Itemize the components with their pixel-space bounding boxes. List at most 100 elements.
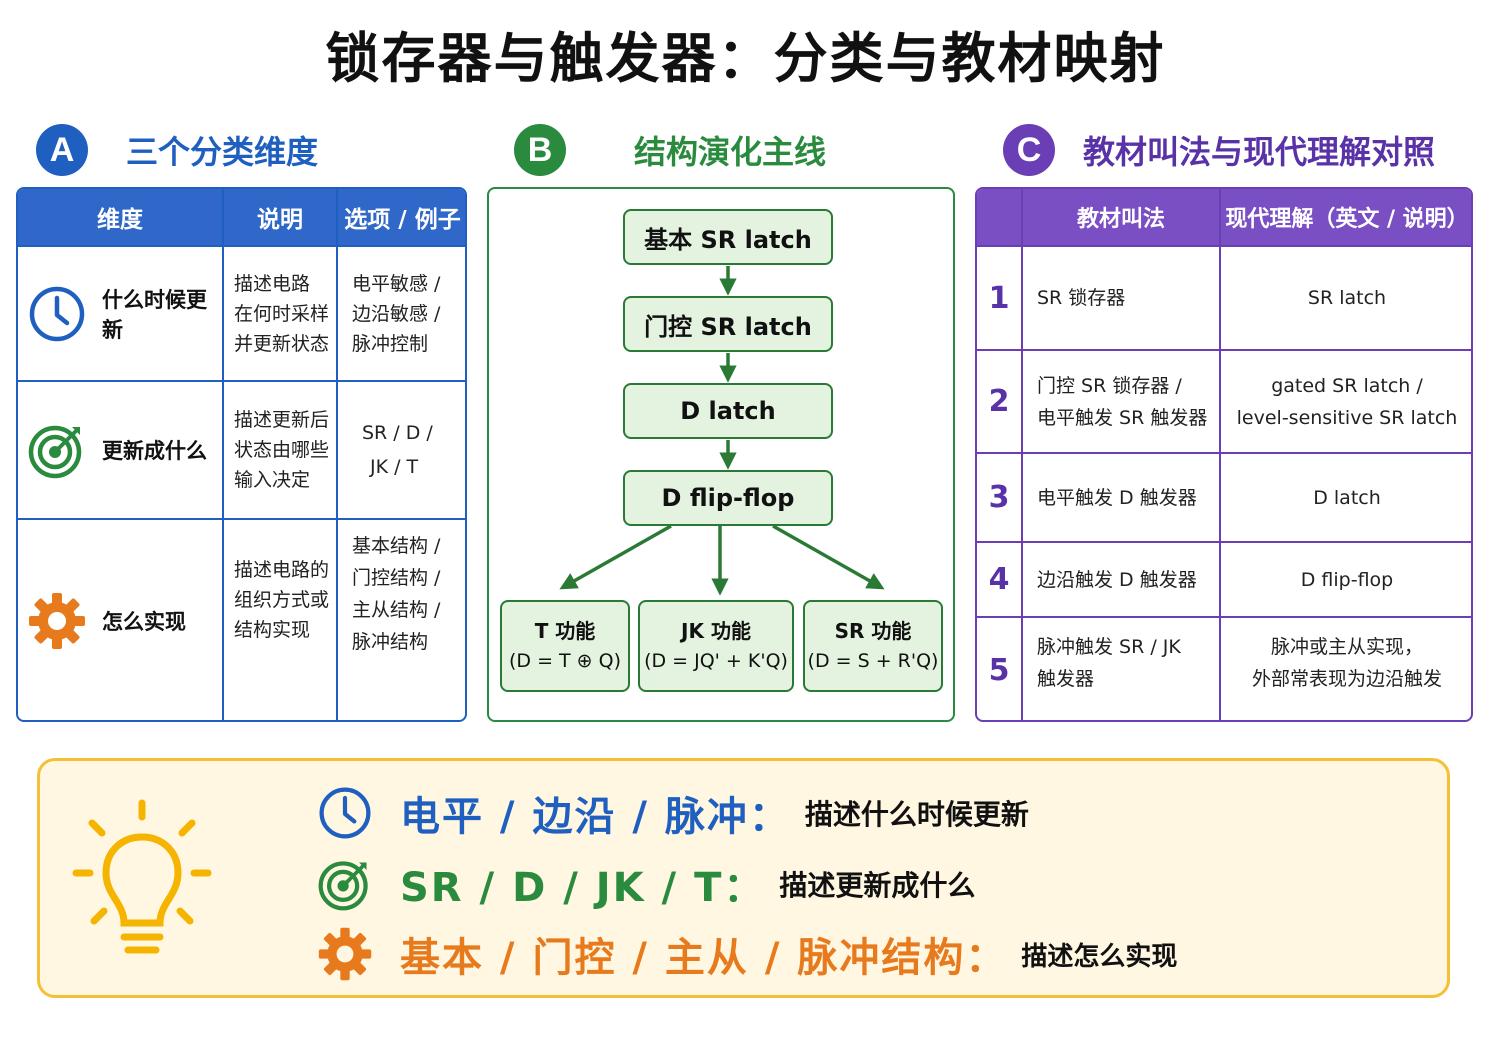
term-line: 脉冲触发 SR / JK xyxy=(1037,636,1181,658)
summary-row-what: SR / D / JK / T： 描述更新成什么 xyxy=(316,853,975,915)
option-line: JK / T xyxy=(370,456,419,478)
header-textbook: 教材叫法 xyxy=(1076,207,1165,232)
dimension-description: 描述电路 在何时采样 并更新状态 xyxy=(234,247,334,380)
term-line: 外部常表现为边沿触发 xyxy=(1251,668,1442,690)
node-gated-sr-latch: 门控 SR latch xyxy=(623,296,833,352)
node-d-latch: D latch xyxy=(623,383,833,439)
desc-line: 组织方式或 xyxy=(234,589,330,611)
leaf-equation: (D = JQ' + K'Q) xyxy=(644,650,788,672)
row-number: 5 xyxy=(988,652,1010,688)
textbook-term: 边沿触发 D 触发器 xyxy=(1023,543,1219,616)
textbook-term: 门控 SR 锁存器 / 电平触发 SR 触发器 xyxy=(1023,351,1219,452)
table-row: 什么时候更新 xyxy=(18,247,222,380)
dimension-description: 描述更新后 状态由哪些 输入决定 xyxy=(234,382,334,518)
row-number: 4 xyxy=(988,562,1010,597)
header-description: 说明 xyxy=(257,207,303,233)
modern-term: D flip-flop xyxy=(1221,543,1471,616)
row-number: 3 xyxy=(988,480,1010,515)
gear-icon xyxy=(318,927,372,981)
table-row: 更新成什么 xyxy=(18,382,222,518)
option-line: 基本结构 / xyxy=(352,535,441,557)
desc-line: 结构实现 xyxy=(234,619,311,641)
leaf-equation: (D = T ⊕ Q) xyxy=(508,650,621,672)
page-title: 锁存器与触发器：分类与教材映射 xyxy=(325,27,1166,90)
dimension-label: 怎么实现 xyxy=(102,610,186,634)
option-line: 脉冲结构 xyxy=(352,631,429,653)
node-d-flip-flop: D flip-flop xyxy=(623,470,833,526)
term-line: 脉冲或主从实现， xyxy=(1270,636,1423,658)
target-icon xyxy=(318,861,368,911)
section-a-header: A 三个分类维度 xyxy=(36,122,318,178)
term-line: level-sensitive SR latch xyxy=(1236,406,1458,429)
textbook-term: SR 锁存器 xyxy=(1023,247,1219,349)
term-line: gated SR latch / xyxy=(1271,374,1423,397)
flow-arrows xyxy=(559,266,885,596)
summary-desc: 描述什么时候更新 xyxy=(804,798,1029,831)
section-b-header: B 结构演化主线 xyxy=(514,122,826,178)
modern-term: gated SR latch / level-sensitive SR latc… xyxy=(1221,351,1471,452)
option-line: 主从结构 / xyxy=(352,599,441,621)
modern-term: D latch xyxy=(1221,454,1471,541)
section-b-badge: B xyxy=(514,124,566,176)
table-row: 怎么实现 xyxy=(18,520,222,720)
modern-term: SR latch xyxy=(1221,247,1471,349)
evolution-diagram: 基本 SR latch 门控 SR latch D latch D flip-f… xyxy=(487,187,955,722)
term-line: 触发器 xyxy=(1037,668,1095,690)
dimension-options: 基本结构 / 门控结构 / 主从结构 / 脉冲结构 xyxy=(352,520,465,668)
summary-desc: 描述怎么实现 xyxy=(1021,941,1178,972)
section-c-header: C 教材叫法与现代理解对照 xyxy=(1003,122,1435,178)
node-jk-function: JK 功能 (D = JQ' + K'Q) xyxy=(638,600,794,692)
modern-term: 脉冲或主从实现， 外部常表现为边沿触发 xyxy=(1221,618,1471,708)
desc-line: 描述电路的 xyxy=(234,559,330,581)
node-sr-function: SR 功能 (D = S + R'Q) xyxy=(803,600,943,692)
section-c-badge: C xyxy=(1003,124,1055,176)
summary-desc: 描述更新成什么 xyxy=(779,869,976,902)
table-header: 教材叫法 现代理解（英文 / 说明） xyxy=(977,189,1471,245)
term-line: 门控 SR 锁存器 / xyxy=(1037,374,1182,397)
term-line: 电平触发 D 触发器 xyxy=(1037,486,1197,509)
dimension-label: 什么时候更新 xyxy=(102,287,207,342)
option-line: 边沿敏感 / xyxy=(352,302,441,325)
option-line: SR / D / xyxy=(362,422,433,444)
option-line: 门控结构 / xyxy=(352,567,441,589)
desc-line: 描述电路 xyxy=(234,272,311,295)
term-line: D flip-flop xyxy=(1300,568,1394,591)
header-dimension: 维度 xyxy=(97,207,143,233)
summary-key: 电平 / 边沿 / 脉冲： xyxy=(400,794,791,840)
desc-line: 输入决定 xyxy=(234,469,311,491)
desc-line: 在何时采样 xyxy=(234,302,330,325)
section-c-title: 教材叫法与现代理解对照 xyxy=(1083,133,1436,171)
option-line: 脉冲控制 xyxy=(352,332,429,355)
desc-line: 状态由哪些 xyxy=(234,439,330,461)
table-header: 维度 说明 选项 / 例子 xyxy=(18,189,465,245)
summary-box: 电平 / 边沿 / 脉冲： 描述什么时候更新 SR / D / JK / T： … xyxy=(37,758,1450,998)
summary-row-how: 基本 / 门控 / 主从 / 脉冲结构： 描述怎么实现 xyxy=(316,923,1177,985)
target-icon xyxy=(28,425,82,479)
terminology-table: 教材叫法 现代理解（英文 / 说明） 1 SR 锁存器 SR latch 2 门… xyxy=(975,187,1473,722)
row-number: 1 xyxy=(988,280,1010,316)
gear-icon xyxy=(29,593,85,649)
section-b-title: 结构演化主线 xyxy=(634,133,827,171)
section-a-title: 三个分类维度 xyxy=(126,133,319,171)
dimension-description: 描述电路的 组织方式或 结构实现 xyxy=(234,520,334,680)
node-t-function: T 功能 (D = T ⊕ Q) xyxy=(500,600,630,692)
header-modern: 现代理解（英文 / 说明） xyxy=(1225,207,1469,232)
leaf-equation: (D = S + R'Q) xyxy=(807,650,939,672)
leaf-name: T 功能 xyxy=(534,619,596,643)
section-a-badge: A xyxy=(36,124,88,176)
row-number: 2 xyxy=(988,384,1010,419)
node-basic-sr-latch: 基本 SR latch xyxy=(623,209,833,265)
leaf-name: SR 功能 xyxy=(834,619,912,643)
term-line: 电平触发 SR 触发器 xyxy=(1037,406,1208,429)
dimension-options: 电平敏感 / 边沿敏感 / 脉冲控制 xyxy=(352,247,465,380)
desc-line: 并更新状态 xyxy=(234,332,330,355)
lightbulb-icon xyxy=(72,799,212,954)
term-line: SR 锁存器 xyxy=(1037,287,1126,309)
clock-icon xyxy=(29,286,85,341)
arrow xyxy=(559,524,672,590)
header-options: 选项 / 例子 xyxy=(344,207,461,233)
term-line: D latch xyxy=(1313,486,1381,509)
term-line: SR latch xyxy=(1307,287,1387,309)
arrow xyxy=(772,524,885,590)
summary-key: 基本 / 门控 / 主从 / 脉冲结构： xyxy=(400,935,1008,981)
